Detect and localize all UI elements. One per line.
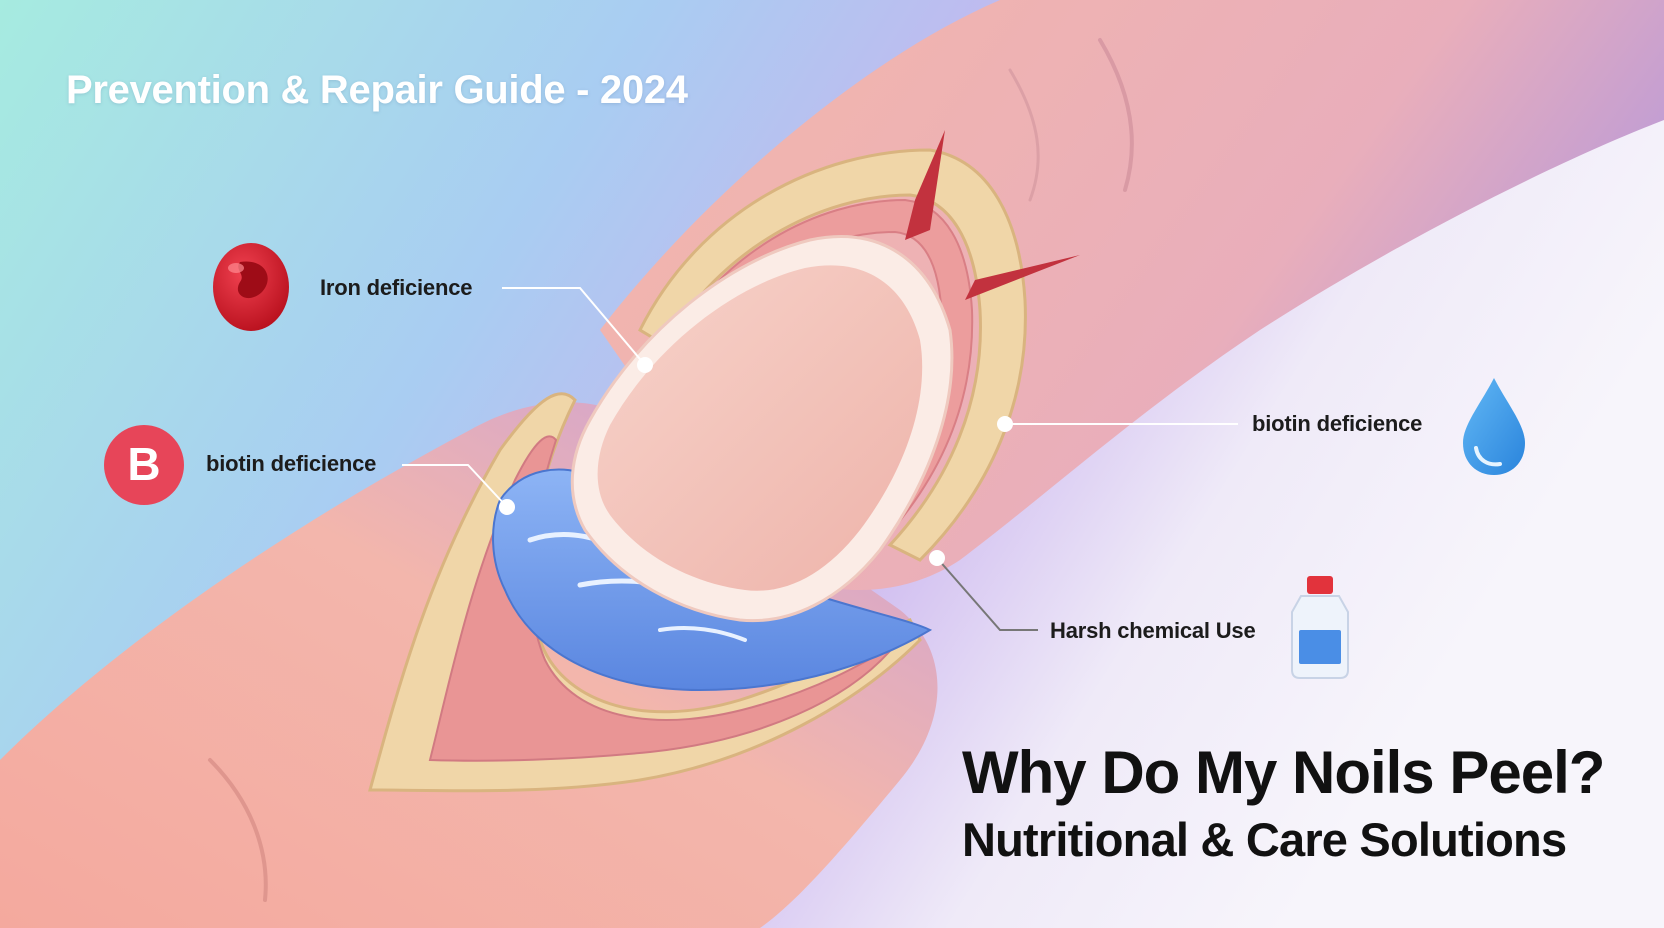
callout-label-harsh-chemical-use: Harsh chemical Use [1050,618,1256,643]
leader-line-biotin-left [402,464,508,508]
knuckle-crease [208,758,268,902]
leader-line-harsh [936,557,1038,631]
callout-dot-biotin-right [997,416,1013,432]
knuckle-crease [1098,38,1134,192]
callout-dot-biotin-left [499,499,515,515]
tissue-layer-upper [638,148,1027,562]
nail-plate [597,265,923,591]
callout-label-iron-deficiency: Iron deficience [320,275,473,300]
subtitle: Nutritional & Care Solutions [962,813,1567,866]
fluid-highlight [658,626,747,642]
callout-label-biotin-deficiency-left: biotin deficience [206,451,377,476]
guide-title: Prevention & Repair Guide - 2024 [66,68,688,112]
leader-line-iron [502,287,646,366]
knuckle-crease [1008,68,1040,202]
chemical-bottle-icon [1291,576,1349,679]
tissue-pink-lower [428,435,896,762]
water-drop-icon [1463,378,1525,475]
blood-cell-icon [213,243,289,331]
callout-dot-harsh [929,550,945,566]
main-title: Why Do My Noils Peel? [962,739,1605,806]
callout-dot-iron [637,357,653,373]
callout-label-biotin-deficiency-right: biotin deficience [1252,411,1423,436]
biotin-badge-circle [104,425,184,505]
skin-crack [905,130,945,240]
biotin-badge-letter: B [127,438,161,490]
skin-crack [965,255,1080,300]
